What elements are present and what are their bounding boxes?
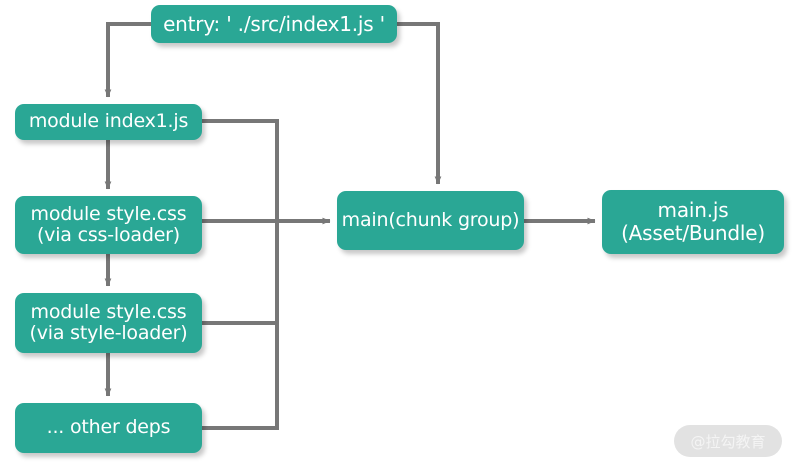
node-chunk-group-label: main(chunk group) bbox=[341, 208, 520, 231]
edge-entry-to-module-index bbox=[104, 22, 151, 98]
node-bundle-line1: main.js bbox=[657, 198, 729, 223]
node-bundle-line2: (Asset/Bundle) bbox=[621, 221, 765, 245]
node-entry-label: entry: ' ./src/index1.js ' bbox=[163, 11, 385, 36]
watermark-badge: @拉勾教育 bbox=[674, 425, 782, 457]
node-module-style-loader-line2: (via style-loader) bbox=[29, 322, 188, 344]
node-bundle[interactable]: main.js (Asset/Bundle) bbox=[602, 190, 784, 254]
node-module-css-loader-line1: module style.css bbox=[30, 202, 187, 225]
node-module-index-label: module index1.js bbox=[28, 110, 189, 133]
node-other-deps-label: ... other deps bbox=[46, 416, 171, 439]
node-entry[interactable]: entry: ' ./src/index1.js ' bbox=[151, 5, 397, 43]
node-chunk-group[interactable]: main(chunk group) bbox=[337, 191, 524, 250]
edge-entry-to-chunk-group bbox=[397, 22, 442, 185]
node-module-index[interactable]: module index1.js bbox=[15, 104, 202, 140]
watermark-text: @拉勾教育 bbox=[690, 432, 766, 451]
node-module-style-loader[interactable]: module style.css (via style-loader) bbox=[15, 293, 202, 353]
node-module-style-loader-line1: module style.css bbox=[30, 300, 187, 323]
node-module-css-loader[interactable]: module style.css (via css-loader) bbox=[15, 196, 202, 254]
node-module-css-loader-line2: (via css-loader) bbox=[36, 224, 181, 246]
node-other-deps[interactable]: ... other deps bbox=[15, 403, 202, 453]
